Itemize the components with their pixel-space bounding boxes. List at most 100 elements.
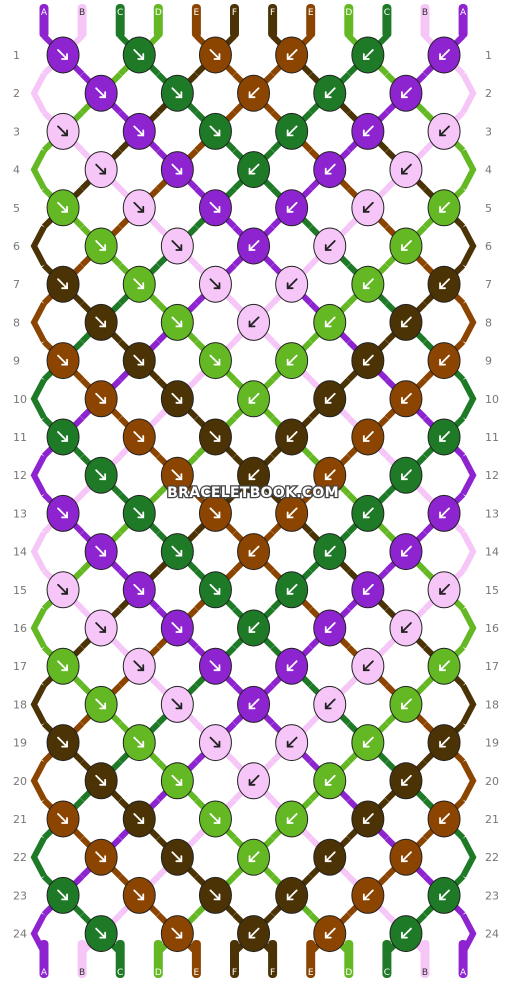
- knot-arrow-icon: [362, 660, 374, 672]
- knot: [160, 915, 194, 953]
- top-string-2: [115, 4, 125, 38]
- knot: [122, 265, 156, 303]
- top-string-8: [344, 4, 354, 38]
- top-string-letter: F: [232, 8, 237, 18]
- knot: [160, 151, 194, 189]
- knot: [237, 609, 271, 647]
- knot-arrow-icon: [95, 545, 107, 557]
- row-label-right: 24: [485, 928, 499, 941]
- knot: [160, 456, 194, 494]
- knot: [122, 189, 156, 227]
- row-label-left: 6: [13, 240, 20, 253]
- knot-arrow-icon: [439, 201, 450, 213]
- knot-arrow-icon: [133, 660, 145, 672]
- knot-arrow-icon: [324, 316, 336, 328]
- knot-arrow-icon: [95, 163, 107, 175]
- bottom-string-letter: C: [384, 968, 390, 978]
- row-label-left: 2: [13, 87, 20, 100]
- knot: [46, 494, 80, 532]
- knot-arrow-icon: [57, 125, 68, 137]
- knot: [198, 494, 232, 532]
- knot: [313, 915, 347, 953]
- row-label-left: 8: [13, 316, 20, 329]
- top-string-letter: B: [79, 8, 85, 18]
- knot: [46, 36, 80, 74]
- row-label-right: 19: [485, 737, 499, 750]
- top-string-letter: E: [194, 8, 200, 18]
- knot-arrow-icon: [401, 698, 412, 710]
- row-label-left: 14: [13, 546, 27, 559]
- bottom-string-letter: A: [41, 968, 48, 978]
- knot-arrow-icon: [324, 927, 336, 939]
- knot-arrow-icon: [57, 201, 68, 213]
- bottom-string-9: [382, 940, 392, 978]
- row-label-left: 10: [13, 393, 27, 406]
- knot: [237, 533, 271, 571]
- knot-arrow-icon: [171, 774, 183, 786]
- knot: [275, 647, 309, 685]
- knot: [84, 380, 118, 418]
- edge-thread: [30, 72, 47, 114]
- knot: [427, 876, 461, 914]
- edge-thread: [460, 225, 477, 267]
- row-label-left: 4: [13, 164, 20, 177]
- knot-arrow-icon: [401, 851, 412, 863]
- knot-arrow-icon: [171, 316, 183, 328]
- knot-arrow-icon: [248, 87, 260, 99]
- edge-thread: [460, 378, 477, 420]
- knot-arrow-icon: [209, 507, 221, 519]
- row-label-right: 7: [485, 278, 492, 291]
- knot-arrow-icon: [439, 49, 450, 60]
- row-label-right: 21: [485, 813, 499, 826]
- knot: [198, 265, 232, 303]
- knot: [351, 36, 385, 74]
- knot: [389, 227, 423, 265]
- bottom-string-5: [230, 940, 239, 978]
- knot-arrow-icon: [362, 49, 374, 60]
- knot: [122, 494, 156, 532]
- bottom-string-letter: E: [308, 968, 314, 978]
- knot: [160, 609, 194, 647]
- knot-arrow-icon: [209, 889, 221, 901]
- row-label-left: 18: [13, 698, 27, 711]
- edge-thread: [30, 302, 47, 343]
- knot-arrow-icon: [209, 49, 221, 60]
- edge-thread: [30, 378, 47, 420]
- knot: [122, 112, 156, 150]
- knot: [427, 571, 461, 609]
- top-string-letter: F: [270, 8, 275, 18]
- knot-arrow-icon: [133, 583, 145, 595]
- knot: [389, 74, 423, 112]
- knot-arrow-icon: [362, 431, 374, 442]
- knot: [427, 418, 461, 456]
- row-label-left: 21: [13, 813, 27, 826]
- bottom-string-letter: F: [232, 968, 237, 978]
- row-label-right: 1: [485, 49, 492, 62]
- knot: [198, 418, 232, 456]
- knot-arrow-icon: [439, 507, 450, 519]
- knot-arrow-icon: [95, 774, 107, 786]
- knot-arrow-icon: [286, 660, 298, 672]
- knot-arrow-icon: [286, 49, 298, 60]
- knot: [389, 915, 423, 953]
- knot: [351, 418, 385, 456]
- row-label-right: 6: [485, 240, 492, 253]
- knot-arrow-icon: [133, 49, 145, 60]
- knot-arrow-icon: [209, 278, 221, 290]
- knot-arrow-icon: [133, 736, 145, 748]
- knot: [84, 74, 118, 112]
- knot: [160, 303, 194, 341]
- top-string-letter: A: [41, 8, 48, 18]
- bottom-string-8: [344, 940, 354, 978]
- knot-arrow-icon: [362, 125, 374, 137]
- knot-arrow-icon: [286, 889, 298, 901]
- knot: [427, 189, 461, 227]
- knot: [46, 112, 80, 150]
- knot: [275, 724, 309, 762]
- knot-arrow-icon: [248, 774, 260, 786]
- knot-arrow-icon: [57, 431, 68, 442]
- knot-arrow-icon: [171, 851, 183, 863]
- knot: [198, 647, 232, 685]
